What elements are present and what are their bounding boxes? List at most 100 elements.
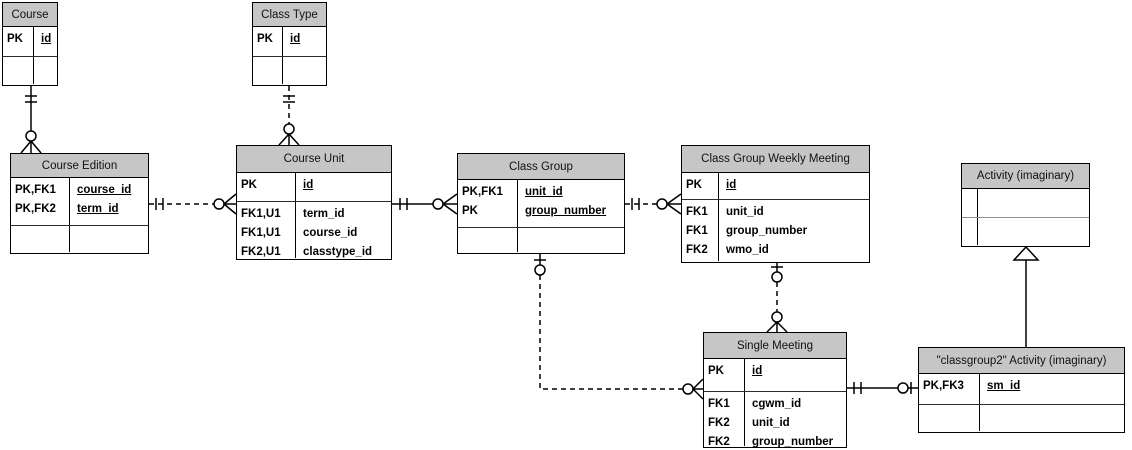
key-cell: PK — [708, 365, 724, 377]
relationship-course-edition-course-unit — [149, 193, 237, 215]
attribute-column: id — [745, 359, 846, 391]
attribute-column — [978, 218, 1089, 245]
entity-table-classgroup2_activity: "classgroup2" Activity (imaginary)PK,FK3… — [918, 347, 1125, 433]
table-section: PK id — [3, 27, 57, 56]
table-section: PK id — [682, 173, 869, 199]
attribute-column: id — [283, 27, 326, 56]
table-section — [11, 225, 148, 252]
key-column: PK — [704, 359, 745, 391]
key-column — [919, 405, 980, 431]
key-cell: FK1,U1 — [241, 208, 281, 220]
key-cell: PK,FK1 — [462, 186, 503, 198]
table-section — [458, 227, 624, 252]
key-column — [3, 57, 34, 84]
relationship-cgwm-single-meeting — [766, 262, 788, 333]
table-section — [253, 56, 326, 84]
table-title: Class Group Weekly Meeting — [682, 146, 869, 173]
table-title: Class Group — [458, 154, 624, 180]
relationship-class-group-single-meeting — [534, 254, 704, 400]
attribute-column — [978, 189, 1089, 217]
attribute-cell: course_id — [303, 227, 358, 239]
table-section: PK id — [704, 359, 846, 391]
attribute-column — [518, 228, 624, 252]
relationship-course-unit-class-group — [392, 193, 458, 215]
attribute-column: sm_id — [980, 374, 1124, 404]
relationship-class-type-course-unit — [278, 86, 300, 146]
table-section: PK,FK3 sm_id — [919, 374, 1124, 404]
attribute-cell: group_number — [752, 436, 834, 448]
attribute-column: course_id term_id — [70, 178, 148, 225]
table-section — [962, 217, 1089, 245]
attribute-cell: term_id — [77, 203, 119, 215]
attribute-cell: wmo_id — [726, 244, 769, 256]
entity-table-activity: Activity (imaginary) — [961, 163, 1090, 247]
attribute-cell: group_number — [525, 205, 607, 217]
attribute-cell: id — [41, 33, 52, 45]
key-cell: PK — [462, 205, 478, 217]
key-cell: FK1,U1 — [241, 227, 281, 239]
table-title: Course Edition — [11, 154, 148, 178]
attribute-cell: unit_id — [525, 186, 563, 198]
key-column: PK — [682, 173, 719, 199]
table-title: Course Unit — [237, 146, 391, 173]
table-title: "classgroup2" Activity (imaginary) — [919, 348, 1124, 374]
key-column — [11, 226, 70, 252]
attribute-column: id — [296, 173, 391, 201]
attribute-cell: id — [290, 33, 301, 45]
key-cell: PK — [257, 33, 273, 45]
relationship-course-course-edition — [20, 86, 42, 154]
attribute-cell: id — [752, 365, 763, 377]
table-section: PK id — [237, 173, 391, 201]
attribute-column — [70, 226, 148, 252]
attribute-cell: group_number — [726, 225, 808, 237]
key-cell: PK — [686, 179, 702, 191]
relationship-single-meeting-classgroup2 — [847, 382, 918, 394]
key-column: PK,FK3 — [919, 374, 980, 404]
key-cell: FK1 — [686, 206, 708, 218]
attribute-column: id — [719, 173, 869, 199]
key-cell: FK1 — [708, 398, 730, 410]
key-cell: PK,FK3 — [923, 380, 964, 392]
key-column — [458, 228, 518, 252]
table-section — [3, 56, 57, 84]
key-column — [962, 218, 978, 245]
key-cell: PK,FK1 — [15, 184, 56, 196]
attribute-cell: course_id — [77, 184, 132, 196]
attribute-cell: id — [726, 179, 737, 191]
attribute-column: cgwm_id unit_id group_number — [745, 392, 846, 448]
key-column: PK — [237, 173, 296, 201]
table-section: PK id — [253, 27, 326, 56]
key-cell: PK — [241, 179, 257, 191]
attribute-column — [980, 405, 1124, 431]
table-section — [962, 189, 1089, 217]
attribute-cell: unit_id — [752, 417, 790, 429]
key-cell: FK1 — [686, 225, 708, 237]
attribute-cell: cgwm_id — [752, 398, 802, 410]
attribute-cell: unit_id — [726, 206, 764, 218]
key-cell: FK2 — [708, 417, 730, 429]
table-title: Single Meeting — [704, 333, 846, 359]
attribute-cell: classtype_id — [303, 246, 373, 258]
attribute-cell: term_id — [303, 208, 345, 220]
key-column — [962, 189, 978, 217]
table-title: Course — [3, 3, 57, 27]
key-cell: PK,FK2 — [15, 203, 56, 215]
key-column: PK — [3, 27, 34, 56]
attribute-cell: sm_id — [987, 380, 1021, 392]
attribute-column: unit_id group_number — [518, 180, 624, 227]
attribute-cell: id — [303, 179, 314, 191]
attribute-column: id — [34, 27, 57, 56]
attribute-column — [283, 57, 326, 84]
